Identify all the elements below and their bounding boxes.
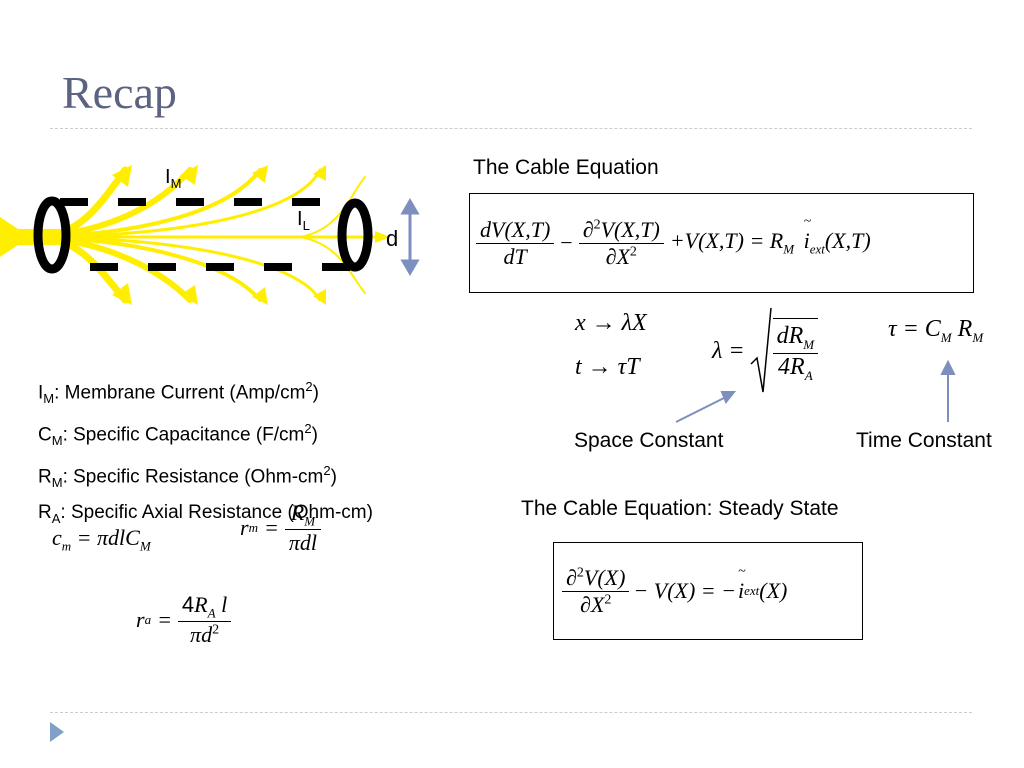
x-substitution: x → λX — [575, 310, 647, 336]
tau-formula: τ = CM RM — [888, 316, 984, 345]
definition-ra: RA: Specific Axial Resistance (Ohm-cm) — [38, 502, 373, 527]
footer-divider — [50, 712, 972, 713]
arrow-heads — [0, 165, 390, 305]
il-label: IL — [297, 208, 310, 233]
membrane-top — [60, 198, 320, 206]
label-arrows — [675, 360, 956, 423]
definitions-list: IM: Membrane Current (Amp/cm2) CM: Speci… — [38, 372, 373, 534]
cable-equation-heading: The Cable Equation — [473, 156, 659, 179]
membrane-bottom — [90, 263, 350, 271]
diameter-arrow — [400, 198, 420, 276]
dv-dt-fraction: dV(X,T) dT — [476, 217, 555, 270]
im-label: IM — [165, 166, 182, 191]
title-divider — [50, 128, 972, 129]
second-derivative-fraction: ∂2V(X,T) ∂X2 — [578, 217, 664, 270]
steady-second-derivative: ∂2V(X) ∂X2 — [562, 565, 630, 618]
time-constant-label: Time Constant — [856, 429, 992, 452]
lambda-formula: λ = dRM 4RA — [712, 306, 819, 396]
cable-equation-rhs: +V(X,T) = RM ~i ext(X,T) — [669, 214, 871, 257]
t-substitution: t → τT — [575, 354, 640, 380]
d-label: d — [386, 226, 399, 251]
steady-state-heading: The Cable Equation: Steady State — [521, 497, 839, 520]
definition-rm: RM: Specific Resistance (Ohm-cm2) — [38, 463, 337, 491]
cm-formula: cm = πdlCM — [52, 525, 151, 554]
cable-end-right — [337, 198, 373, 272]
definition-cm: CM: Specific Capacitance (F/cm2) — [38, 421, 318, 449]
definition-im: IM: Membrane Current (Amp/cm2) — [38, 379, 319, 407]
space-constant-label: Space Constant — [574, 429, 724, 452]
page-title: Recap — [62, 67, 177, 118]
slide-bullet-icon — [50, 722, 64, 742]
cable-equation-box: dV(X,T) dT − ∂2V(X,T) ∂X2 +V(X,T) = RM ~… — [469, 193, 974, 293]
cable-end-left — [33, 196, 71, 274]
sqrt-icon — [750, 307, 772, 393]
cable-diagram — [0, 165, 420, 305]
steady-state-box: ∂2V(X) ∂X2 − V(X) = − ~i ext(X) — [553, 542, 863, 640]
current-flow-arrows — [0, 166, 382, 304]
